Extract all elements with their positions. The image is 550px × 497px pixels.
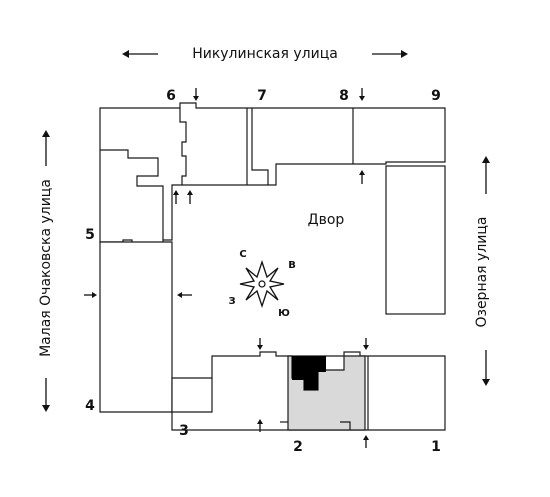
section-number-8: 8 [339,88,349,104]
street-right: Озерная улица [474,156,490,386]
compass-icon: С В Ю З [228,249,295,319]
partitions-north [100,108,354,240]
section-number-4: 4 [85,398,95,414]
section-2-highlight [280,355,366,431]
entrance-arrows [84,88,369,448]
street-name-left: Малая Очаковска улица [38,179,54,357]
building-east [385,165,446,315]
section-number-1: 1 [431,439,441,455]
section-number-5: 5 [85,227,95,243]
compass-north: С [239,249,246,260]
street-top: Никулинская улица [122,46,408,62]
compass-east: В [288,260,296,271]
section-number-3: 3 [179,423,189,439]
compass-west: З [228,296,235,307]
street-name-right: Озерная улица [474,216,490,327]
street-name-top: Никулинская улица [192,46,338,62]
section-numbers: 6 7 8 9 5 4 3 2 1 [85,88,441,455]
compass-south: Ю [278,308,290,319]
street-left: Малая Очаковска улица [38,130,54,412]
selected-apartment[interactable] [292,356,326,390]
section-number-6: 6 [166,88,176,104]
section-number-2: 2 [293,439,303,455]
section-number-7: 7 [257,88,267,104]
section-number-9: 9 [431,88,441,104]
courtyard-label: Двор [308,212,345,228]
